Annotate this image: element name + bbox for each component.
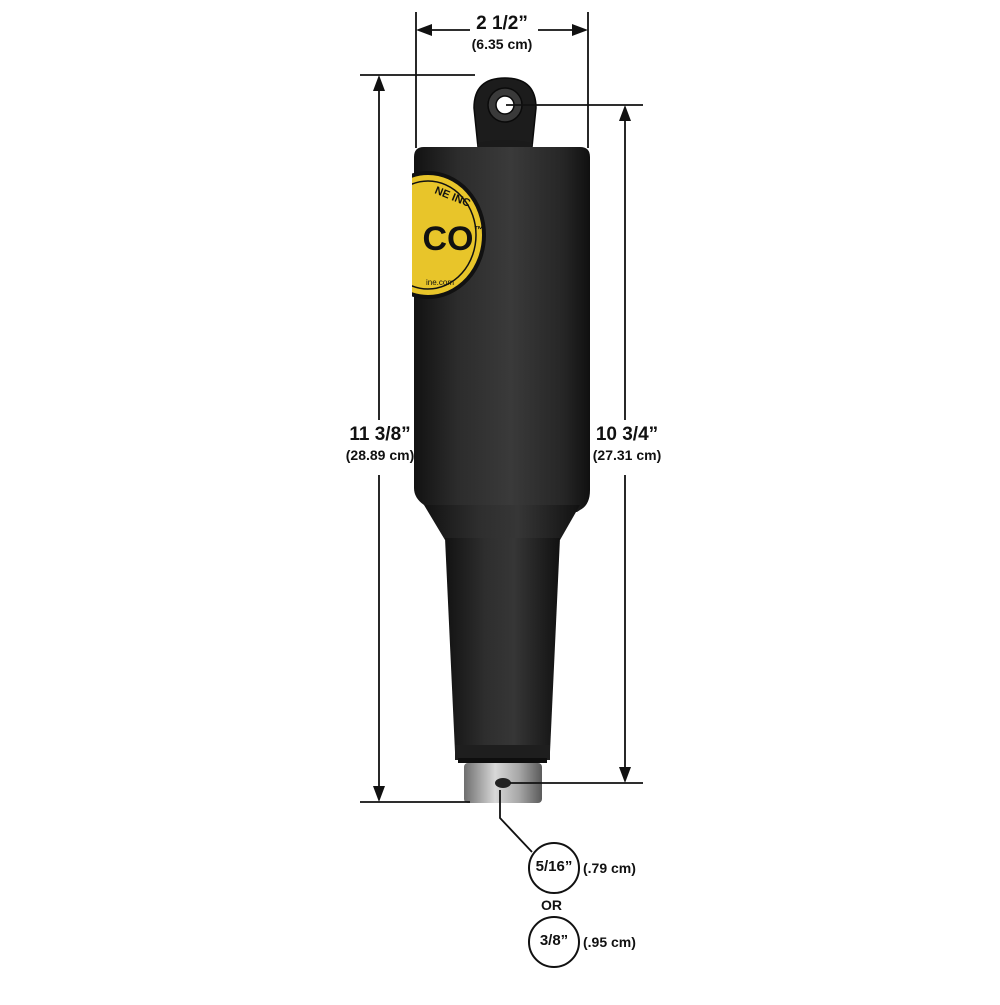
rod-end-pin bbox=[464, 763, 542, 803]
center-height-label: 10 3/4” (27.31 cm) bbox=[572, 424, 682, 464]
width-metric: (6.35 cm) bbox=[471, 36, 533, 52]
width-dimension-label: 2 1/2” (6.35 cm) bbox=[452, 13, 552, 53]
dimension-arrowheads bbox=[373, 24, 631, 802]
actuator-body: CO ™ NE INC ine.com bbox=[412, 147, 590, 540]
pin-option-separator: OR bbox=[541, 897, 562, 913]
pin-option-2-circle bbox=[528, 916, 580, 968]
overall-height-value: 11 3/8” bbox=[349, 424, 411, 445]
center-height-metric: (27.31 cm) bbox=[592, 447, 662, 463]
pin-option-2-metric: (.95 cm) bbox=[583, 934, 636, 950]
overall-height-metric: (28.89 cm) bbox=[345, 447, 415, 463]
pin-option-1-fraction: 5/16” bbox=[535, 858, 573, 875]
extension-rod bbox=[445, 538, 560, 763]
overall-height-label: 11 3/8” (28.89 cm) bbox=[320, 424, 440, 464]
mounting-eye bbox=[473, 77, 537, 150]
logo-trademark: ™ bbox=[474, 225, 484, 236]
pin-option-2-fraction: 3/8” bbox=[539, 932, 569, 949]
pin-option-1-metric: (.79 cm) bbox=[583, 860, 636, 876]
brand-logo: CO ™ NE INC ine.com bbox=[412, 171, 486, 299]
pin-option-1-circle bbox=[528, 842, 580, 894]
logo-url-text: ine.com bbox=[426, 278, 454, 287]
dimension-lines bbox=[360, 12, 643, 853]
width-value: 2 1/2” bbox=[476, 13, 528, 34]
logo-brand-text: CO bbox=[423, 220, 474, 258]
center-height-value: 10 3/4” bbox=[595, 424, 659, 445]
pin-size-circles bbox=[528, 842, 580, 968]
